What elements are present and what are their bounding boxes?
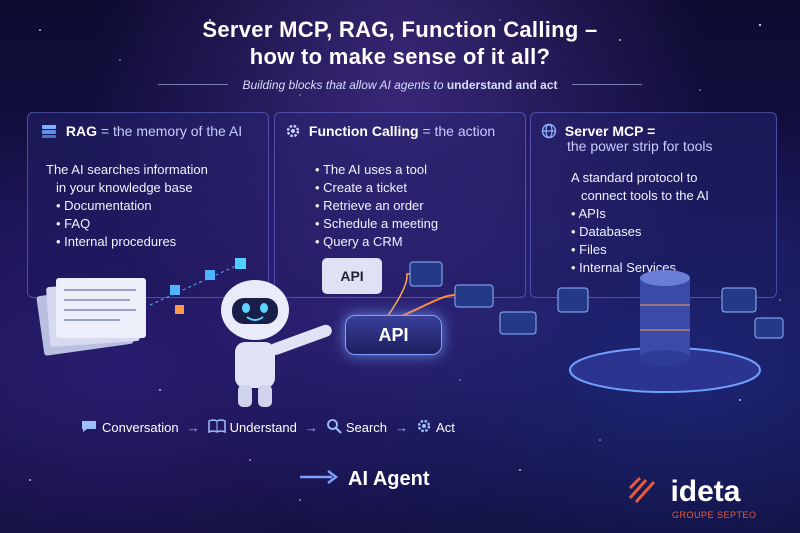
book-icon	[207, 418, 226, 436]
rag-body: The AI searches information in your know…	[46, 161, 208, 251]
mcp-title: Server MCP =	[564, 123, 656, 140]
rag-panel: RAG = the memory of the AI The AI search…	[27, 112, 269, 298]
server-mcp-panel: Server MCP = the power strip for tools A…	[530, 112, 777, 298]
mcp-list: APIs Databases Files Internal Services	[571, 205, 709, 277]
arrow-right-icon	[300, 469, 339, 490]
list-item: FAQ	[56, 215, 208, 233]
function-subtitle: = the action	[422, 123, 496, 140]
flow-step-conversation: Conversation	[80, 419, 179, 436]
ai-agent-label: AI Agent	[348, 468, 430, 490]
list-item: Schedule a meeting	[315, 215, 438, 233]
flow-step-understand: Understand	[207, 418, 297, 436]
rag-subtitle: = the memory of the AI	[100, 123, 243, 140]
list-item: The AI uses a tool	[315, 161, 438, 179]
logo-tagline: GROUPE SEPTEO	[672, 510, 757, 520]
logo-name: ideta	[670, 474, 741, 508]
subtitle-row: Building blocks that allow AI agents to …	[0, 76, 800, 94]
gear-icon	[416, 418, 432, 437]
flow-step-act: Act	[416, 418, 455, 437]
api-card: API	[322, 258, 382, 294]
flow-step-label: Understand	[229, 419, 297, 435]
layers-icon	[40, 123, 58, 142]
globe-icon	[541, 123, 557, 142]
document-stack-icon	[36, 278, 146, 356]
list-item: Internal procedures	[56, 233, 208, 251]
list-item: Create a ticket	[315, 179, 438, 197]
subtitle: Building blocks that allow AI agents to …	[242, 78, 557, 92]
title-line-2: how to make sense of it all?	[249, 44, 551, 69]
mcp-intro-2: connect tools to the AI	[581, 188, 709, 203]
list-item: Databases	[571, 223, 709, 241]
search-icon	[326, 418, 342, 437]
function-title: Function Calling	[308, 123, 419, 140]
ai-agent-label-row: AI Agent	[300, 468, 429, 491]
divider	[158, 84, 229, 86]
flow-step-label: Act	[436, 419, 455, 435]
flow-step-label: Search	[345, 419, 388, 435]
logo-mark-icon	[628, 476, 662, 508]
arrow-right-icon: →	[395, 419, 409, 435]
rag-panel-title: RAG = the memory of the AI	[40, 123, 242, 142]
page-title: Server MCP, RAG, Function Calling – how …	[0, 16, 800, 70]
api-button[interactable]: API	[345, 315, 442, 355]
list-item: Query a CRM	[315, 233, 438, 251]
rag-intro-1: The AI searches information	[46, 162, 208, 177]
illustration	[36, 258, 784, 407]
flow-step-search: Search	[326, 418, 387, 437]
rag-list: Documentation FAQ Internal procedures	[46, 197, 208, 251]
gear-icon	[285, 123, 301, 142]
mcp-body: A standard protocol to connect tools to …	[571, 169, 709, 277]
mcp-intro-1: A standard protocol to	[571, 170, 698, 185]
mcp-panel-title: Server MCP =	[541, 123, 655, 142]
function-calling-panel: Function Calling = the action The AI use…	[274, 112, 526, 298]
list-item: Files	[571, 241, 709, 259]
list-item: APIs	[571, 205, 709, 223]
list-item: Documentation	[56, 197, 208, 215]
subtitle-text: Building blocks that allow AI agents to	[242, 78, 447, 92]
flow-step-label: Conversation	[102, 419, 179, 435]
subtitle-emphasis: understand and act	[446, 78, 558, 92]
function-list: The AI uses a tool Create a ticket Retri…	[315, 161, 438, 251]
rag-title: RAG	[65, 123, 98, 140]
process-flow: Conversation → Understand → Search → Act	[80, 416, 455, 438]
robot-agent-icon	[221, 280, 332, 407]
ideta-logo: ideta GROUPE SEPTEO	[628, 474, 756, 520]
data-cube-icon	[149, 258, 246, 314]
divider	[571, 84, 642, 86]
tool-cards-icon	[379, 261, 537, 335]
title-line-1: Server MCP, RAG, Function Calling –	[202, 17, 598, 42]
function-panel-title: Function Calling = the action	[285, 123, 495, 142]
chat-bubble-icon	[80, 419, 98, 436]
arrow-right-icon: →	[186, 419, 200, 435]
mcp-subtitle: the power strip for tools	[567, 138, 713, 154]
rag-intro-2: in your knowledge base	[56, 180, 193, 195]
mcp-subtitle-row: the power strip for tools	[567, 138, 713, 154]
arrow-right-icon: →	[304, 419, 318, 435]
list-item: Retrieve an order	[315, 197, 438, 215]
server-hub-icon	[557, 270, 784, 393]
